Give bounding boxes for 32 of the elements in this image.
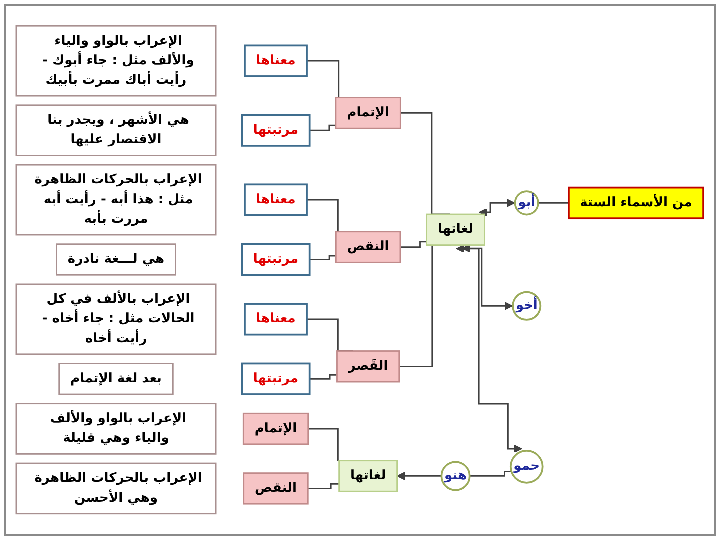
connector [310, 374, 338, 380]
node-box: معناها [244, 184, 308, 216]
arrow [396, 472, 442, 480]
node-box: مرتبتها [241, 114, 311, 147]
node-box: من الأسماء الستة [568, 186, 704, 220]
connector [308, 484, 340, 490]
node-box: الإعراب بالألف في كل الحالات مثل : جاء أخاه - رأيت أخاه [16, 284, 217, 356]
node-box: الإتمام [242, 412, 310, 446]
arrow [456, 244, 522, 454]
node-box: الإعراب بالواو والياء والألف مثل : جاء أبوك - رأيت أباك ممرت بأبيك [16, 25, 217, 97]
node-box: معناها [244, 303, 308, 336]
node-box: معناها [244, 44, 308, 78]
node-box: الإعراب بالواو والألف والياء وهي قليلة [16, 403, 217, 455]
arrow [479, 199, 516, 217]
connector [310, 124, 336, 132]
node-box: هي الأشهر ، ويجدر بنا الاقتصار عليها [16, 104, 217, 156]
node-box: هي لـــغة نادرة [56, 244, 176, 276]
connector [538, 202, 569, 204]
connector [310, 255, 336, 260]
node-box: الإعراب بالحركات الظاهرة وهي الأحسن [16, 462, 217, 515]
node-box: لغاتها [338, 460, 398, 492]
node-box: لغاتها [426, 214, 486, 246]
node-box: بعد لغة الإتمام [58, 363, 174, 396]
connector [470, 471, 512, 477]
connector [400, 241, 427, 248]
node-box: النقص [335, 231, 402, 264]
node-box: الإتمام [335, 97, 402, 130]
node-box: مرتبتها [241, 362, 311, 396]
node-box: الإعراب بالحركات الظاهرة مثل : هذا أبه - رأيت أبه مررت بأبه [16, 164, 217, 236]
arrow [462, 244, 514, 310]
node-box: النقص [243, 472, 309, 505]
node-box: مرتبتها [241, 243, 311, 276]
